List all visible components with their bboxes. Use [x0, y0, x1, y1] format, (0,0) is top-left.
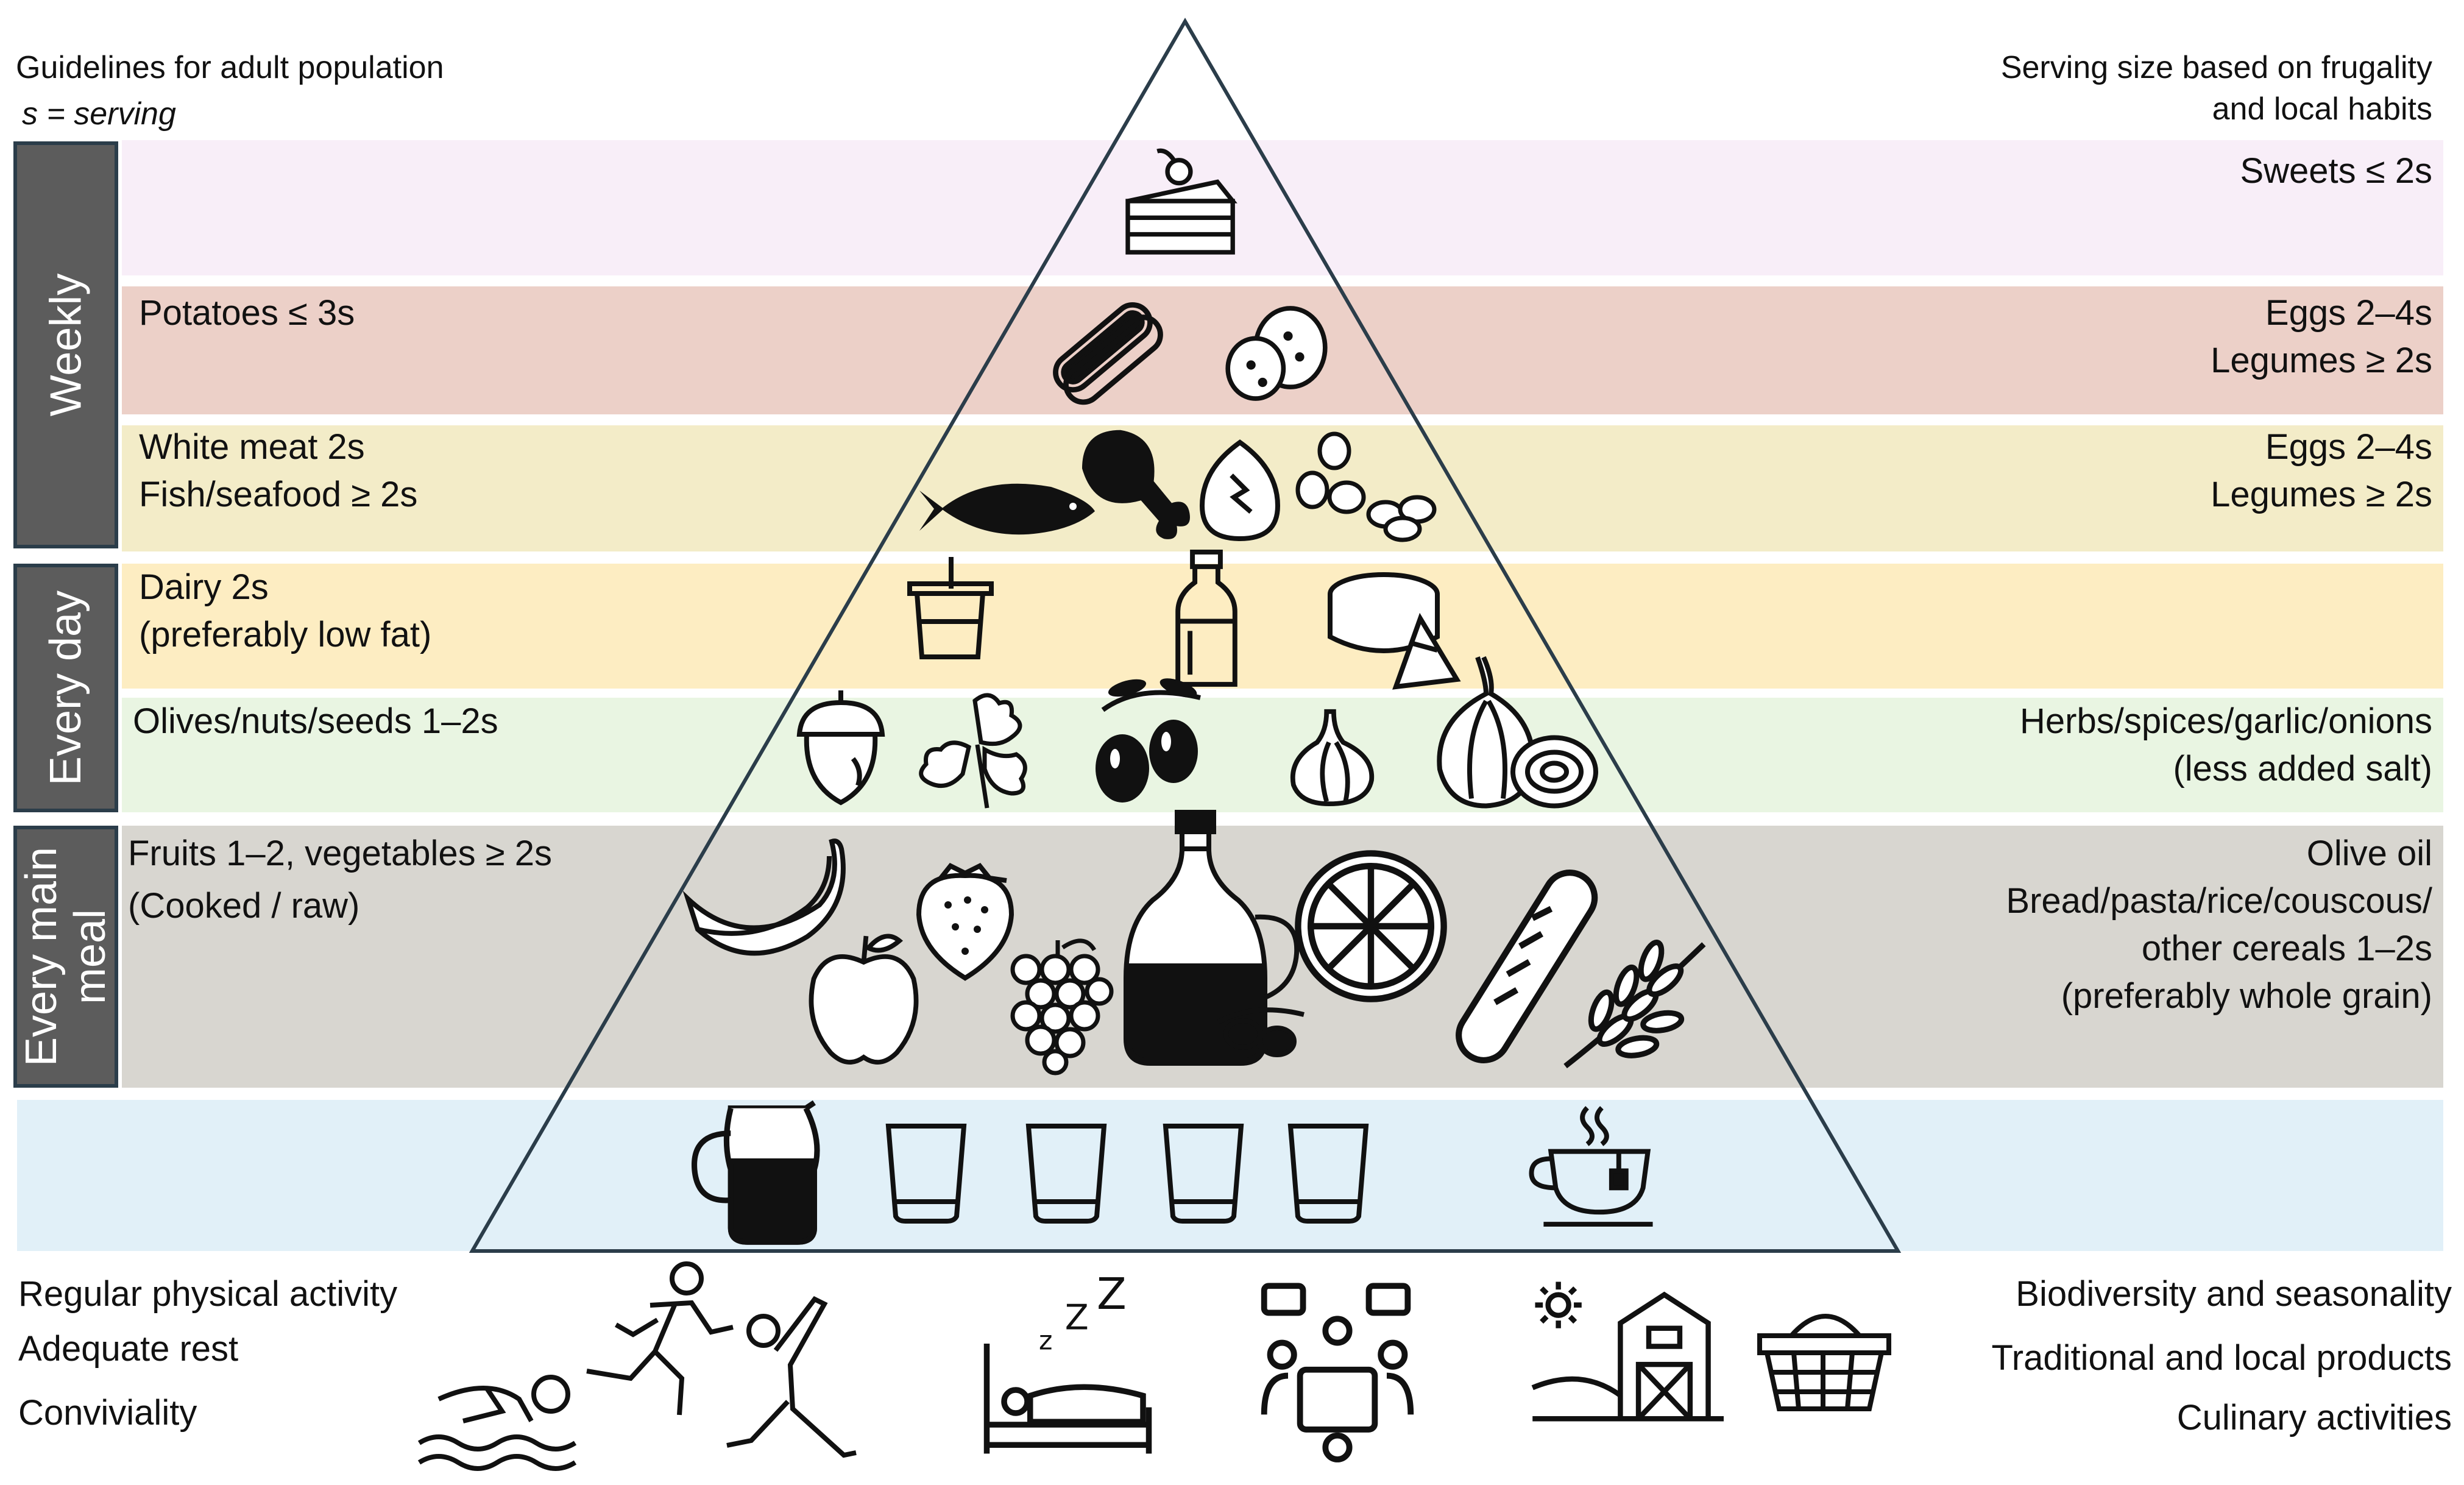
footer-culinary: Culinary activities: [2176, 1398, 2452, 1437]
onion-icon: [1423, 652, 1599, 813]
svg-text:Z: Z: [1065, 1297, 1089, 1338]
wheat-icon: [1560, 932, 1712, 1072]
svg-text:Z: Z: [1097, 1269, 1127, 1319]
chicken-leg-icon: [1069, 424, 1197, 545]
footer-physical-activity: Regular physical activity: [18, 1274, 398, 1314]
sleep-icon: z Z Z: [981, 1269, 1155, 1459]
header-left-legend: s = serving: [22, 96, 176, 132]
potatoes-right-eggs: Eggs 2–4s: [2265, 293, 2432, 333]
yogurt-icon: [905, 555, 996, 664]
cereals-text-2: other cereals 1–2s: [2141, 929, 2432, 968]
orange-icon: [1292, 847, 1450, 1005]
dairy-text-1: Dairy 2s: [139, 567, 269, 607]
glass-icon: [1024, 1121, 1109, 1225]
egg-icon: [1197, 439, 1283, 542]
potatoes-text: Potatoes ≤ 3s: [139, 293, 355, 333]
strawberry-icon: [914, 856, 1018, 984]
fruits-text-2: (Cooked / raw): [128, 886, 360, 926]
svg-text:z: z: [1039, 1326, 1052, 1356]
side-label-every-day: Every day: [13, 564, 118, 812]
footer-traditional: Traditional and local products: [1991, 1338, 2452, 1378]
footer-rest: Adequate rest: [18, 1329, 239, 1369]
weekly-label: Weekly: [41, 273, 90, 417]
tea-cup-icon: [1526, 1103, 1660, 1234]
glass-icon: [1161, 1121, 1246, 1225]
sweets-text: Sweets ≤ 2s: [2240, 151, 2432, 191]
cereals-text-1: Bread/pasta/rice/couscous/: [2006, 881, 2432, 921]
cheese-icon: [1325, 570, 1461, 692]
potato-icon: [1219, 299, 1334, 408]
olive-oil-icon: [1121, 807, 1305, 1076]
hotdog-icon: [1036, 286, 1170, 408]
side-label-weekly: Weekly: [13, 141, 118, 548]
herbs-text-1: Herbs/spices/garlic/onions: [2020, 701, 2432, 741]
runner-icon: [582, 1261, 740, 1420]
cereals-text-3: (preferably whole grain): [2061, 976, 2432, 1016]
glass-icon: [883, 1121, 969, 1225]
dairy-text-2: (preferably low fat): [139, 615, 432, 654]
meat-text-2: Fish/seafood ≥ 2s: [139, 475, 418, 514]
olive-oil-text: Olive oil: [2306, 834, 2432, 873]
glass-icon: [1286, 1121, 1371, 1225]
basket-icon: [1755, 1292, 1895, 1414]
swimmer-icon: [414, 1341, 591, 1471]
olives-text: Olives/nuts/seeds 1–2s: [133, 701, 498, 741]
band-dairy: [122, 564, 2443, 689]
water-jug-icon: [689, 1100, 829, 1246]
olives-icon: [1078, 673, 1219, 813]
band-olives: [122, 698, 2443, 812]
legumes-icon: [1286, 427, 1444, 542]
meat-right-eggs: Eggs 2–4s: [2265, 427, 2432, 467]
band-sweets: [122, 140, 2443, 275]
header-right-line2: and local habits: [2212, 91, 2432, 127]
footer-biodiversity: Biodiversity and seasonality: [2016, 1274, 2452, 1314]
garlic-icon: [1283, 707, 1380, 807]
band-meat: [122, 425, 2443, 551]
fish-icon: [917, 472, 1100, 545]
header-left-title: Guidelines for adult population: [16, 50, 444, 85]
apple-icon: [804, 926, 923, 1069]
cake-icon: [1115, 143, 1243, 259]
milk-bottle-icon: [1173, 548, 1240, 692]
every-day-label: Every day: [41, 590, 91, 786]
baguette-icon: [1450, 870, 1609, 1066]
herbs-text-2: (less added salt): [2173, 749, 2432, 789]
parsley-icon: [914, 689, 1042, 810]
grapes-icon: [999, 935, 1115, 1076]
yoga-icon: [722, 1292, 862, 1462]
fruits-text-1: Fruits 1–2, vegetables ≥ 2s: [128, 834, 552, 873]
header-right-line1: Serving size based on frugality: [2000, 50, 2432, 85]
footer-conviviality: Conviviality: [18, 1393, 197, 1433]
acorn-icon: [792, 686, 890, 807]
farm-icon: [1529, 1277, 1724, 1438]
meat-text-1: White meat 2s: [139, 427, 365, 467]
meat-right-legumes: Legumes ≥ 2s: [2211, 475, 2432, 514]
potatoes-right-legumes: Legumes ≥ 2s: [2211, 341, 2432, 380]
banana-icon: [682, 832, 850, 966]
conviviality-icon: [1255, 1280, 1420, 1475]
